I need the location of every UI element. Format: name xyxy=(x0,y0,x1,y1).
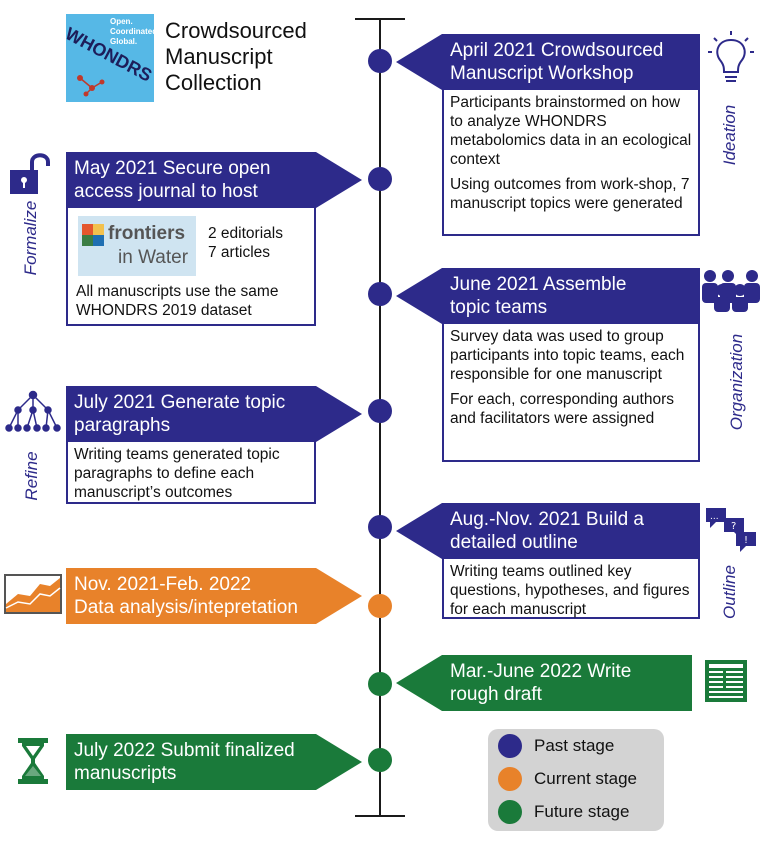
step-2-pointer xyxy=(316,152,362,208)
timeline-top-cap xyxy=(355,18,405,20)
legend-swatch-past xyxy=(498,734,522,758)
step-2-title-1: May 2021 Secure open xyxy=(74,158,271,179)
area-chart-icon xyxy=(4,574,62,614)
step-1-description: Participants brainstormed on how to anal… xyxy=(442,90,700,236)
frontiers-logo: frontiers in Water xyxy=(78,216,196,276)
tree-icon xyxy=(5,390,61,432)
timeline-node-2 xyxy=(368,167,392,191)
legend-label-future: Future stage xyxy=(534,802,630,821)
legend-item-past: Past stage xyxy=(498,733,614,759)
legend-label-current: Current stage xyxy=(534,769,637,788)
step-3-title-2: topic teams xyxy=(450,297,548,318)
step-2-banner: May 2021 Secure open access journal to h… xyxy=(66,152,316,208)
step-7-banner: Mar.-June 2022 Write rough draft xyxy=(442,655,692,711)
svg-text:!: ! xyxy=(744,535,748,546)
step-1-banner: April 2021 Crowdsourced Manuscript Works… xyxy=(442,34,700,90)
step-4-title-1: July 2021 Generate topic xyxy=(74,392,286,413)
whondrs-logo: Open. Coordinated. Global. WHONDRS xyxy=(66,14,154,102)
frontiers-subject: in Water xyxy=(118,247,189,268)
legend-swatch-current xyxy=(498,767,522,791)
step-3-title-1: June 2021 Assemble xyxy=(450,274,627,295)
step-7-title-2: rough draft xyxy=(450,684,542,705)
logo-tagline-3: Global. xyxy=(110,37,138,46)
step-5-banner: Aug.-Nov. 2021 Build a detailed outline xyxy=(442,503,700,559)
svg-text:?: ? xyxy=(731,521,736,532)
logo-tagline-2: Coordinated. xyxy=(110,27,154,36)
timeline-node-4 xyxy=(368,399,392,423)
step-1-phase-label: Ideation xyxy=(720,104,739,166)
step-2-description: frontiers in Water 2 editorials 7 articl… xyxy=(66,208,316,326)
hourglass-icon xyxy=(18,738,48,784)
step-3-phase-label: Organization xyxy=(727,333,746,431)
step-4-pointer xyxy=(316,386,362,442)
page-title-line-3: Collection xyxy=(165,70,262,95)
step-5-phase-label: Outline xyxy=(720,565,739,619)
step-5-title-1: Aug.-Nov. 2021 Build a xyxy=(450,509,644,530)
step-4-description: Writing teams generated topic paragraphs… xyxy=(66,442,316,504)
frontiers-cube-icon xyxy=(82,224,104,246)
logo-tagline-1: Open. xyxy=(110,17,133,26)
timeline-node-3 xyxy=(368,282,392,306)
step-3-banner: June 2021 Assemble topic teams xyxy=(442,268,700,324)
legend-swatch-future xyxy=(498,800,522,824)
step-8-banner: July 2022 Submit finalized manuscripts xyxy=(66,734,316,790)
step-5-description: Writing teams outlined key questions, hy… xyxy=(442,559,700,619)
timeline-bottom-cap xyxy=(355,815,405,817)
open-lock-icon xyxy=(10,153,50,194)
legend-item-future: Future stage xyxy=(498,799,629,825)
step-6-title-1: Nov. 2021-Feb. 2022 xyxy=(74,574,252,595)
step-2-phase-label: Formalize xyxy=(21,200,40,276)
step-8-pointer xyxy=(316,734,362,790)
step-6-banner: Nov. 2021-Feb. 2022 Data analysis/intepr… xyxy=(66,568,316,624)
step-7-title-1: Mar.-June 2022 Write xyxy=(450,661,632,682)
document-icon xyxy=(705,660,747,702)
step-2-title-2: access journal to host xyxy=(74,181,258,202)
lightbulb-icon xyxy=(708,31,754,82)
legend-label-past: Past stage xyxy=(534,736,615,755)
step-4-paragraph-1: Writing teams generated topic paragraphs… xyxy=(74,446,280,501)
step-4-title-2: paragraphs xyxy=(74,415,171,436)
step-1-title-2: Manuscript Workshop xyxy=(450,63,634,84)
step-8-title-2: manuscripts xyxy=(74,763,177,784)
timeline-node-5 xyxy=(368,515,392,539)
timeline-node-8 xyxy=(368,748,392,772)
timeline-node-1 xyxy=(368,49,392,73)
step-7-pointer xyxy=(396,655,442,711)
legend-item-current: Current stage xyxy=(498,766,637,792)
step-1-paragraph-2: Using outcomes from work-shop, 7 manuscr… xyxy=(450,176,690,212)
step-4-phase-label: Refine xyxy=(22,451,41,501)
timeline-node-6 xyxy=(368,594,392,618)
step-3-description: Survey data was used to group participan… xyxy=(442,324,700,462)
speech-bubbles-icon: ... ? ! xyxy=(706,508,756,552)
step-3-pointer xyxy=(396,268,442,324)
frontiers-name: frontiers xyxy=(108,223,186,244)
step-1-paragraph-1: Participants brainstormed on how to anal… xyxy=(450,94,692,168)
step-4-banner: July 2021 Generate topic paragraphs xyxy=(66,386,316,442)
legend: Past stage Current stage Future stage xyxy=(488,729,664,831)
step-5-paragraph-1: Writing teams outlined key questions, hy… xyxy=(450,563,690,618)
step-8-title-1: July 2022 Submit finalized xyxy=(74,740,295,761)
step-6-title-2: Data analysis/intepretation xyxy=(74,597,298,618)
step-5-title-2: detailed outline xyxy=(450,532,578,553)
page-title-line-1: Crowdsourced xyxy=(165,18,307,43)
step-5-pointer xyxy=(396,503,442,559)
page-title: Crowdsourced Manuscript Collection xyxy=(165,18,307,96)
journal-count-articles: 7 articles xyxy=(208,244,271,261)
timeline-node-7 xyxy=(368,672,392,696)
logo-graphic xyxy=(77,75,105,97)
svg-text:...: ... xyxy=(710,512,719,522)
people-icon xyxy=(702,270,760,312)
journal-count-editorials: 2 editorials xyxy=(208,225,283,242)
step-6-pointer xyxy=(316,568,362,624)
step-3-paragraph-2: For each, corresponding authors and faci… xyxy=(450,391,675,427)
step-1-title-1: April 2021 Crowdsourced xyxy=(450,40,664,61)
step-1-pointer xyxy=(396,34,442,90)
step-3-paragraph-1: Survey data was used to group participan… xyxy=(450,328,685,383)
page-title-line-2: Manuscript xyxy=(165,44,273,69)
step-2-paragraph-1: All manuscripts use the same WHONDRS 201… xyxy=(76,283,279,319)
